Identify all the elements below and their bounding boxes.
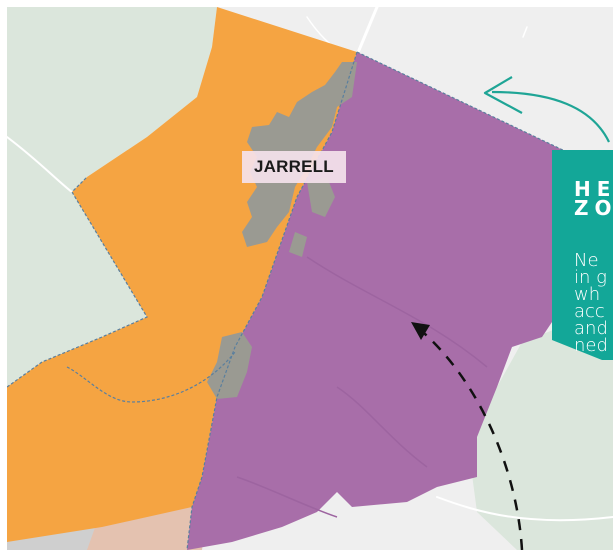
town-label-jarrell: JARRELL — [242, 151, 346, 183]
callout-panel: HE ZO Ne in g wh acc and ned — [552, 150, 613, 360]
callout-body: Ne in g wh acc and ned — [574, 250, 608, 356]
callout-background — [552, 150, 613, 360]
map-view[interactable]: JARRELL HE ZO Ne in g wh acc and ned — [7, 7, 613, 550]
purple-zone[interactable] — [187, 52, 567, 550]
green-area-west — [7, 7, 217, 387]
map-canvas[interactable] — [7, 7, 613, 550]
callout-title: HE ZO — [574, 177, 613, 220]
dashed-arrow — [411, 322, 524, 550]
boundary-lines — [7, 51, 568, 550]
purple-zone-texture — [236, 256, 488, 518]
teal-arrow — [483, 76, 610, 143]
green-area-southeast — [467, 307, 613, 550]
